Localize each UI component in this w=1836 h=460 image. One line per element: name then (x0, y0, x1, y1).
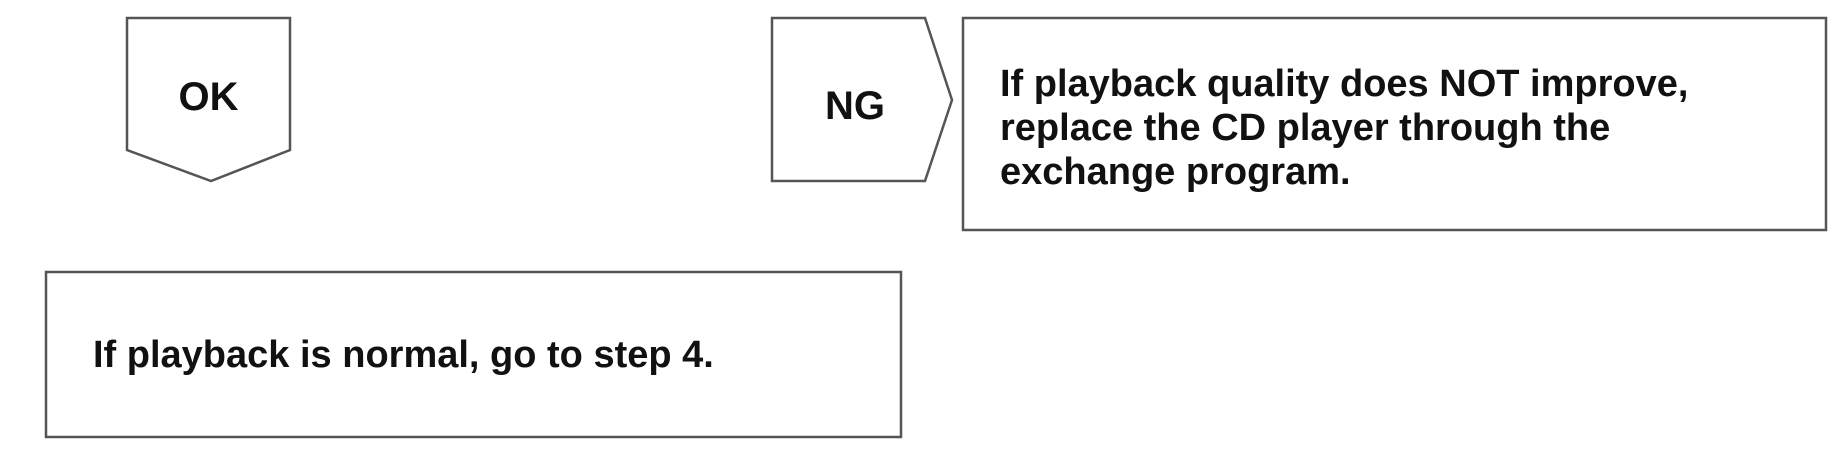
ng-pentagon-arrow (770, 16, 954, 183)
ok-result-box (44, 270, 903, 439)
ng-result-text: If playback quality does NOT improve, re… (1000, 62, 1815, 194)
ng-result-line: replace the CD player through the (1000, 107, 1611, 149)
ng-result-line: exchange program. (1000, 151, 1351, 193)
ng-label: NG (825, 84, 885, 128)
ng-result-line: If playback quality does NOT improve, (1000, 63, 1689, 105)
ok-label: OK (178, 75, 239, 119)
ok-result-text: If playback is normal, go to step 4. (93, 334, 714, 376)
ok-pentagon-arrow (125, 16, 292, 183)
ng-result-box (961, 16, 1828, 232)
